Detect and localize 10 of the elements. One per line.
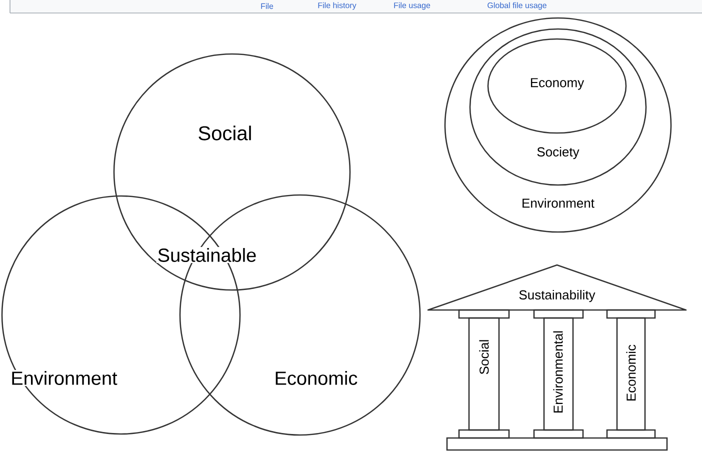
temple-column: Social bbox=[458, 309, 510, 439]
venn-label: Sustainable bbox=[156, 247, 258, 263]
temple-roof: Sustainability bbox=[427, 264, 687, 311]
temple-base bbox=[446, 437, 668, 451]
tab-link: File history bbox=[318, 2, 356, 10]
tab-link: File usage bbox=[394, 2, 430, 10]
tab-link: File bbox=[261, 3, 274, 9]
temple-column: Environmental bbox=[533, 309, 584, 439]
temple-column: Economic bbox=[606, 309, 656, 439]
tab-link: Global file usage bbox=[488, 2, 546, 10]
